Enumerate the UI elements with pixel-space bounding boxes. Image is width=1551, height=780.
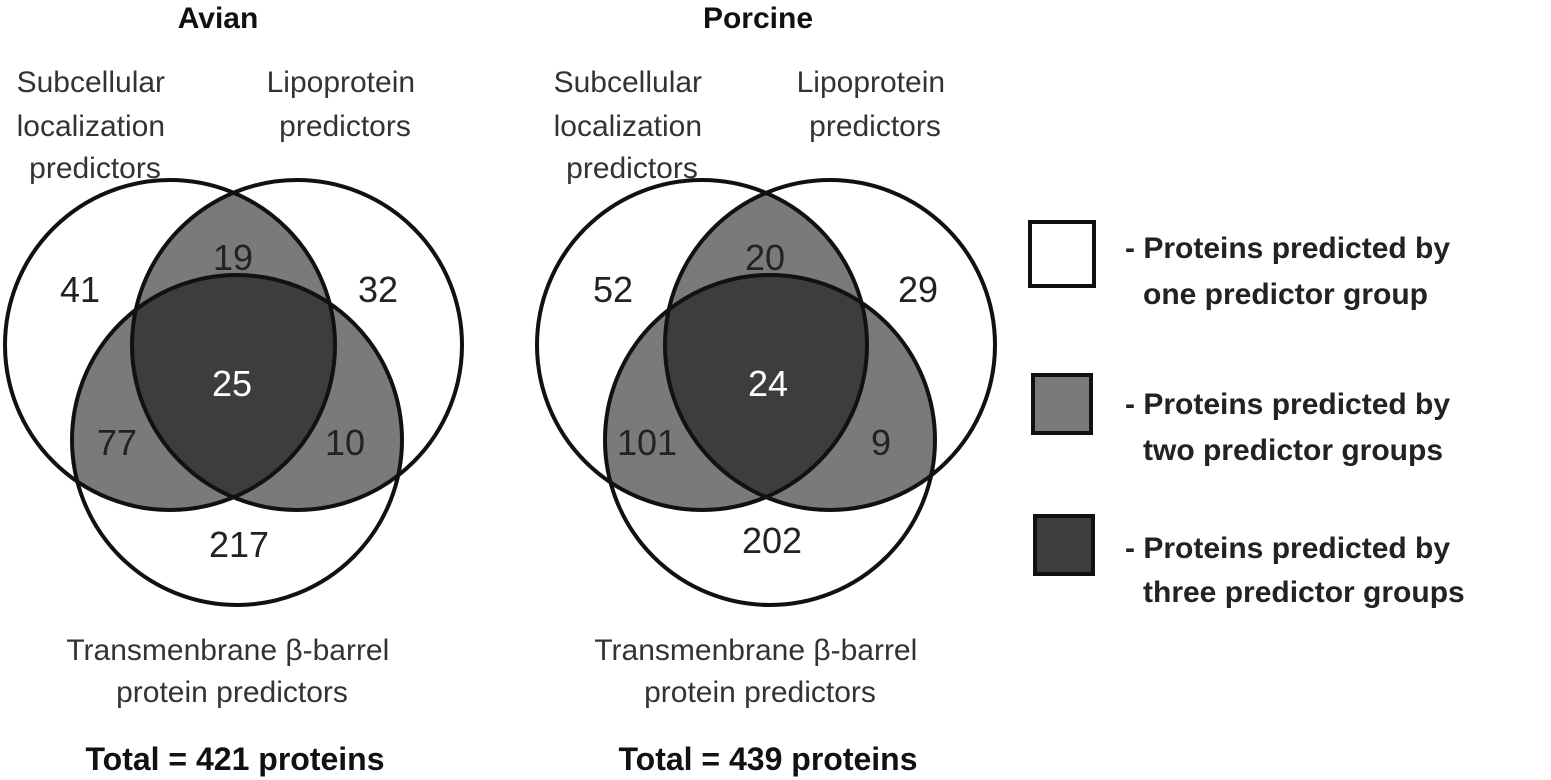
circle-transmembrane xyxy=(603,273,937,607)
venn-diagram-porcine: Porcine Subcellular localization predict… xyxy=(535,2,997,777)
count-ac: 101 xyxy=(617,422,677,463)
legend-line: one predictor group xyxy=(1143,278,1428,311)
legend-swatch-two-groups xyxy=(1031,373,1093,435)
svg-text:- Proteins predicted by: - Proteins predicted by one predictor gr… xyxy=(1125,232,1458,311)
legend-line: - Proteins predicted by xyxy=(1125,232,1450,265)
circle-subcellular xyxy=(535,178,869,512)
count-b-only: 32 xyxy=(358,269,398,310)
legend-item-three-groups: - Proteins predicted by three predictor … xyxy=(1033,514,1465,609)
count-abc: 25 xyxy=(212,363,252,404)
count-abc: 24 xyxy=(748,363,788,404)
count-c-only: 202 xyxy=(742,520,802,561)
total-label: Total = 439 proteins xyxy=(618,741,917,777)
legend-line: - Proteins predicted by xyxy=(1125,388,1450,421)
circle-lipoprotein xyxy=(130,178,464,512)
count-a-only: 41 xyxy=(60,269,100,310)
total-label: Total = 421 proteins xyxy=(85,741,384,777)
count-bc: 9 xyxy=(871,422,891,463)
diagram-title: Avian xyxy=(178,2,259,35)
legend-swatch-three-groups xyxy=(1033,514,1095,576)
legend-item-two-groups: - Proteins predicted by two predictor gr… xyxy=(1031,373,1458,467)
circle-lipoprotein xyxy=(663,178,997,512)
circle-transmembrane xyxy=(70,273,404,607)
set-label-lipoprotein: Lipoprotein predictors xyxy=(267,66,424,143)
region-abc xyxy=(132,275,335,510)
set-label-subcellular: Subcellular localization predictors xyxy=(17,66,174,185)
count-bc: 10 xyxy=(325,422,365,463)
count-a-only: 52 xyxy=(593,269,633,310)
count-ac: 77 xyxy=(97,422,137,463)
set-label-transmembrane: Transmenbrane β-barrel protein predictor… xyxy=(594,634,925,709)
legend-line: three predictor groups xyxy=(1143,576,1465,609)
region-abc xyxy=(665,275,867,510)
count-c-only: 217 xyxy=(209,524,269,565)
legend-line: two predictor groups xyxy=(1143,434,1443,467)
svg-text:- Proteins predicted by: - Proteins predicted by three predictor … xyxy=(1125,532,1465,609)
count-b-only: 29 xyxy=(898,269,938,310)
count-ab: 20 xyxy=(745,237,785,278)
venn-diagram-avian: Avian Subcellular localization predictor… xyxy=(3,2,464,777)
legend: - Proteins predicted by one predictor gr… xyxy=(1028,220,1465,609)
set-label-subcellular: Subcellular localization predictors xyxy=(554,66,711,185)
circle-subcellular xyxy=(3,178,337,512)
svg-text:- Proteins predicted by: - Proteins predicted by two predictor gr… xyxy=(1125,388,1458,467)
set-label-transmembrane: Transmenbrane β-barrel protein predictor… xyxy=(66,634,397,709)
legend-swatch-one-group xyxy=(1028,220,1096,288)
set-label-lipoprotein: Lipoprotein predictors xyxy=(797,66,954,143)
count-ab: 19 xyxy=(213,237,253,278)
legend-item-one-group: - Proteins predicted by one predictor gr… xyxy=(1028,220,1458,311)
legend-line: - Proteins predicted by xyxy=(1125,532,1450,565)
diagram-title: Porcine xyxy=(703,2,813,35)
